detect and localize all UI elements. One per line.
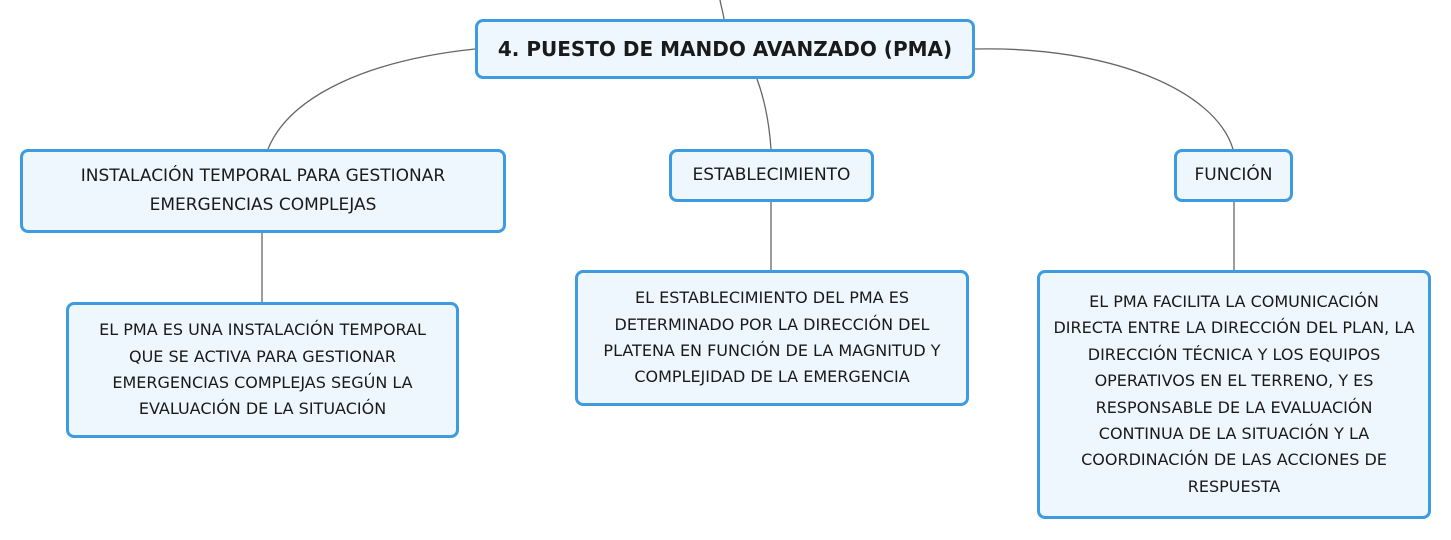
topic-node-label: FUNCIÓN [1194, 165, 1273, 186]
topic-node-establecimiento[interactable]: ESTABLECIMIENTO [669, 149, 874, 202]
detail-node-instalacion-temporal[interactable]: EL PMA ES UNA INSTALACIÓN TEMPORAL QUE S… [66, 302, 459, 438]
detail-node-funcion[interactable]: EL PMA FACILITA LA COMUNICACIÓN DIRECTA … [1037, 270, 1431, 519]
connector-root-to-mid-topic [756, 78, 772, 150]
detail-node-text: EL ESTABLECIMIENTO DEL PMA ES DETERMINAD… [603, 288, 941, 387]
connector-root-to-right-topic [974, 48, 1234, 150]
topic-node-label: INSTALACIÓN TEMPORAL PARA GESTIONAR EMER… [80, 166, 446, 215]
detail-node-text: EL PMA FACILITA LA COMUNICACIÓN DIRECTA … [1053, 291, 1415, 496]
root-node-label: 4. PUESTO DE MANDO AVANZADO (PMA) [497, 37, 953, 61]
root-node[interactable]: 4. PUESTO DE MANDO AVANZADO (PMA) [475, 19, 975, 79]
topic-node-label: ESTABLECIMIENTO [692, 165, 851, 186]
topic-node-funcion[interactable]: FUNCIÓN [1174, 149, 1293, 202]
detail-node-text: EL PMA ES UNA INSTALACIÓN TEMPORAL QUE S… [99, 320, 426, 419]
connector-root-to-left-topic [267, 48, 476, 150]
detail-node-establecimiento[interactable]: EL ESTABLECIMIENTO DEL PMA ES DETERMINAD… [575, 270, 969, 406]
topic-node-instalacion-temporal[interactable]: INSTALACIÓN TEMPORAL PARA GESTIONAR EMER… [20, 149, 506, 233]
connector-incoming-root [719, 0, 725, 20]
